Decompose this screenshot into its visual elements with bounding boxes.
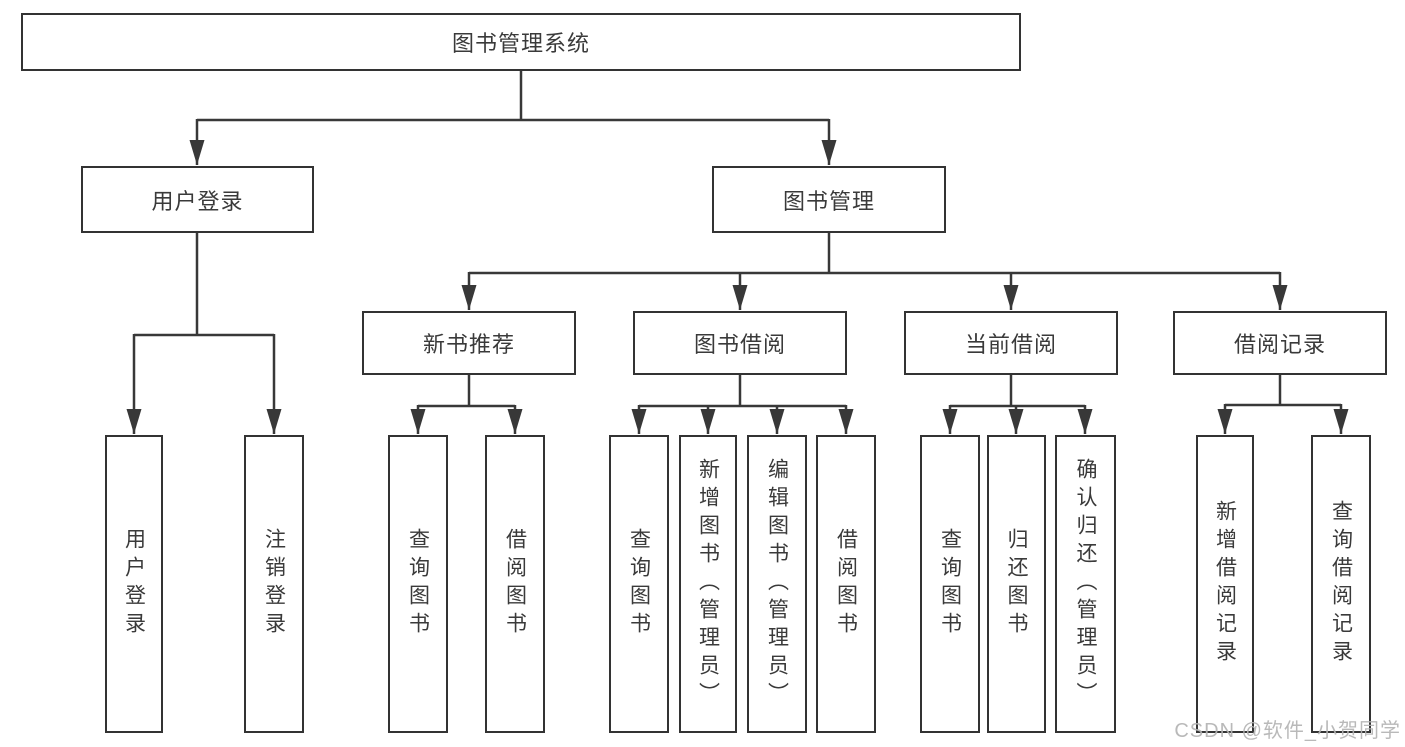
leaf-edit-book-admin: 编辑图书（管理员） <box>747 435 807 733</box>
node-user-login: 用户登录 <box>81 166 314 233</box>
leaf-user-login: 用户登录 <box>105 435 163 733</box>
node-label: 编辑图书（管理员） <box>765 458 789 710</box>
leaf-confirm-return-admin: 确认归还（管理员） <box>1055 435 1116 733</box>
node-label: 注销登录 <box>262 528 286 640</box>
leaf-logout: 注销登录 <box>244 435 304 733</box>
node-label: 查询图书 <box>406 528 430 640</box>
node-label: 借阅记录 <box>1233 332 1326 357</box>
node-label: 查询借阅记录 <box>1329 500 1353 668</box>
node-label: 图书管理系统 <box>451 31 590 56</box>
leaf-borrow-books-2: 借阅图书 <box>816 435 876 733</box>
leaf-query-books-1: 查询图书 <box>388 435 448 733</box>
node-library-system: 图书管理系统 <box>21 13 1021 71</box>
node-label: 新增借阅记录 <box>1213 500 1237 668</box>
node-label: 用户登录 <box>122 528 146 640</box>
leaf-add-book-admin: 新增图书（管理员） <box>679 435 737 733</box>
node-label: 图书管理 <box>782 188 875 214</box>
node-label: 借阅图书 <box>834 528 858 640</box>
leaf-return-books: 归还图书 <box>987 435 1046 733</box>
leaf-add-borrow-record: 新增借阅记录 <box>1196 435 1254 733</box>
node-book-borrowing: 图书借阅 <box>633 311 847 375</box>
node-label: 查询图书 <box>627 528 651 640</box>
node-label: 归还图书 <box>1005 528 1028 640</box>
leaf-query-books-2: 查询图书 <box>609 435 669 733</box>
csdn-watermark: CSDN @软件_小贺同学 <box>1174 720 1401 742</box>
node-label: 新书推荐 <box>422 332 515 357</box>
node-label: 图书借阅 <box>693 332 786 357</box>
node-label: 借阅图书 <box>503 528 527 640</box>
node-label: 查询图书 <box>938 528 962 640</box>
node-label: 新增图书（管理员） <box>696 458 720 710</box>
node-label: 用户登录 <box>151 188 244 214</box>
node-label: 确认归还（管理员） <box>1074 458 1097 710</box>
leaf-query-borrow-record: 查询借阅记录 <box>1311 435 1371 733</box>
node-book-management: 图书管理 <box>712 166 946 233</box>
node-current-borrowing: 当前借阅 <box>904 311 1118 375</box>
leaf-borrow-books-1: 借阅图书 <box>485 435 545 733</box>
node-new-book-recommend: 新书推荐 <box>362 311 576 375</box>
node-borrowing-records: 借阅记录 <box>1173 311 1387 375</box>
leaf-query-books-3: 查询图书 <box>920 435 980 733</box>
node-label: 当前借阅 <box>964 332 1057 357</box>
